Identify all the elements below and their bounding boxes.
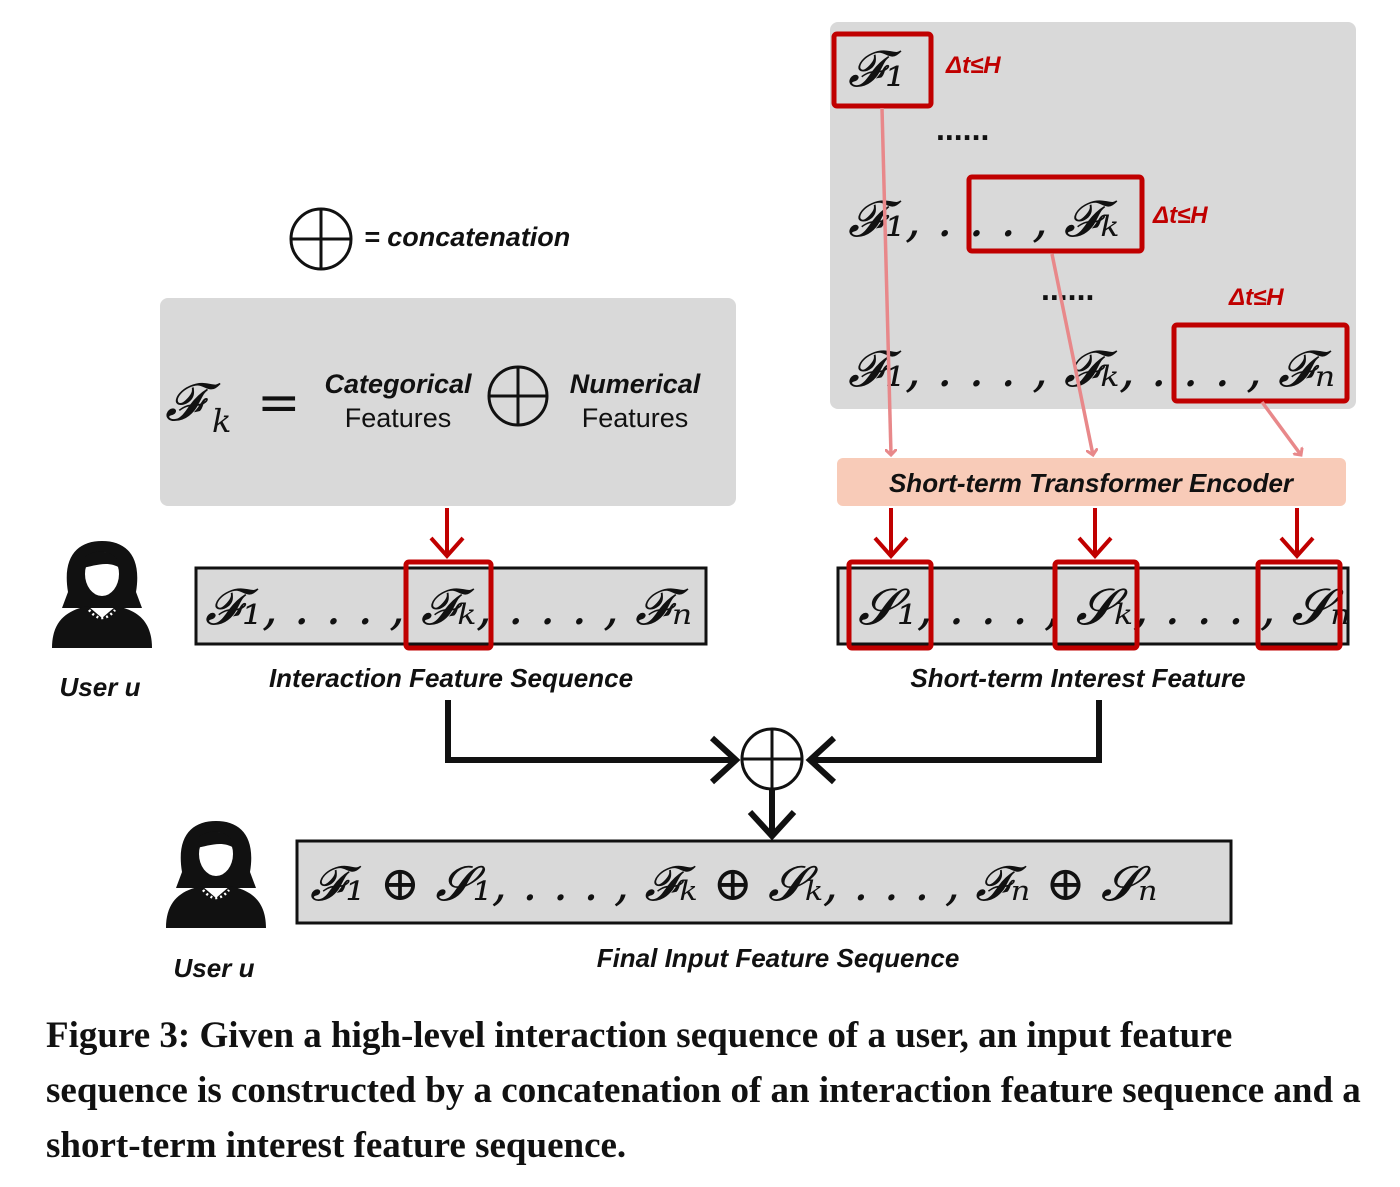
window-dots-2: ......: [1041, 271, 1094, 307]
user-icon: [166, 821, 266, 928]
window-to-encoder-arrows: [880, 107, 1301, 455]
oplus-icon: [487, 365, 549, 427]
short-term-seq-label: Short-term Interest Feature: [910, 663, 1245, 693]
user-label: User u: [174, 953, 255, 983]
short-term-interest-feature: 𝓢₁, . . . , 𝓢ₖ, . . . , 𝓢ₙ Short-term In…: [836, 559, 1351, 693]
legend-text: = concatenation: [364, 222, 570, 252]
short-term-transformer-encoder: Short-term Transformer Encoder: [837, 458, 1346, 506]
final-input-feature-sequence: 𝓕₁ ⊕ 𝓢₁, . . . , 𝓕ₖ ⊕ 𝓢ₖ, . . . , 𝓕ₙ ⊕ 𝓢…: [295, 839, 1233, 973]
window-row-1: 𝓕₁: [848, 40, 905, 98]
concatenation-legend: = concatenation: [289, 207, 570, 271]
final-seq-label: Final Input Feature Sequence: [597, 943, 960, 973]
feature-definition-panel: 𝓕 k = Categorical Features Numerical Fea…: [160, 298, 736, 506]
merge-arrows: [445, 700, 1102, 841]
categorical-features-label: Features: [345, 403, 452, 433]
sliding-window-panel: 𝓕₁ Δt≤H ...... 𝓕₁, . . . , 𝓕ₖ Δt≤H .....…: [830, 22, 1356, 409]
interaction-seq-expr: 𝓕₁, . . . , 𝓕ₖ, . . . , 𝓕ₙ: [205, 578, 692, 636]
short-term-seq-expr: 𝓢₁, . . . , 𝓢ₖ, . . . , 𝓢ₙ: [858, 578, 1351, 636]
user-icon: [52, 541, 152, 648]
numerical-features-label: Features: [582, 403, 689, 433]
encoder-to-s-arrows: [873, 508, 1315, 560]
window-row-2: 𝓕₁, . . . , 𝓕ₖ: [848, 190, 1119, 248]
delta-label-3: Δt≤H: [1228, 284, 1284, 311]
delta-label-1: Δt≤H: [945, 52, 1001, 79]
final-seq-expr: 𝓕₁ ⊕ 𝓢₁, . . . , 𝓕ₖ ⊕ 𝓢ₖ, . . . , 𝓕ₙ ⊕ 𝓢…: [310, 856, 1158, 912]
numerical-label: Numerical: [570, 369, 701, 399]
delta-label-2: Δt≤H: [1152, 202, 1208, 229]
definition-to-fk-arrow: [429, 508, 465, 560]
fk-subscript: k: [212, 402, 231, 440]
window-box-3: [1171, 322, 1350, 404]
sn-highlight-box: [1255, 559, 1343, 651]
window-row-3: 𝓕₁, . . . , 𝓕ₖ, . . . , 𝓕ₙ: [848, 340, 1335, 398]
categorical-label: Categorical: [324, 369, 472, 399]
figure-caption: Figure 3: Given a high-level interaction…: [46, 1015, 1361, 1166]
interaction-feature-sequence: 𝓕₁, . . . , 𝓕ₖ, . . . , 𝓕ₙ Interaction F…: [194, 559, 708, 693]
equals-sign: =: [257, 373, 301, 433]
window-box-1: [831, 31, 934, 109]
oplus-icon: [740, 727, 804, 791]
encoder-label: Short-term Transformer Encoder: [889, 468, 1295, 498]
interaction-seq-label: Interaction Feature Sequence: [269, 663, 633, 693]
oplus-icon: [289, 207, 353, 271]
fk-highlight-box: [403, 559, 494, 651]
window-dots-1: ......: [936, 111, 989, 147]
window-box-2: [966, 174, 1145, 254]
user-label: User u: [60, 672, 141, 702]
sk-highlight-box: [1052, 559, 1140, 651]
s1-highlight-box: [846, 559, 934, 651]
